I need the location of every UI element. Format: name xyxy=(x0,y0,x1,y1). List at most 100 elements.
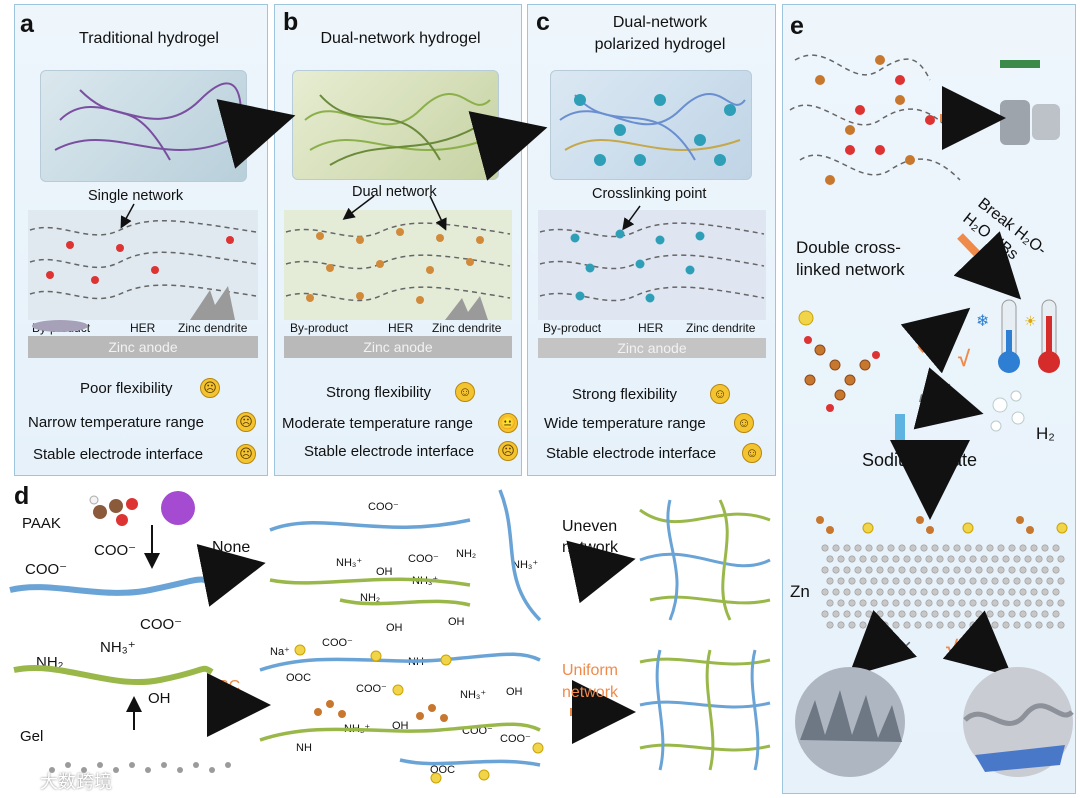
zn-atom xyxy=(1008,610,1016,618)
zn-atom xyxy=(980,599,988,607)
zn-atom xyxy=(848,555,856,563)
zn-atom xyxy=(903,555,911,563)
sad-face-icon: ☹ xyxy=(236,444,256,464)
nh-label: NH xyxy=(296,742,312,754)
zn-atom xyxy=(854,544,862,552)
zn-atom xyxy=(1013,621,1021,629)
na-label: Na⁺ xyxy=(270,646,290,658)
zn-atom xyxy=(980,577,988,585)
ooc-label: OOC xyxy=(286,672,312,684)
zn-atom xyxy=(876,566,884,574)
zn-atom xyxy=(1057,599,1065,607)
zn-atom xyxy=(975,610,983,618)
zn-atom xyxy=(997,588,1005,596)
zn-atom xyxy=(969,555,977,563)
zn-label: Zn xyxy=(790,582,810,601)
zn-atom xyxy=(953,544,961,552)
zn-atom xyxy=(947,621,955,629)
zn-atom xyxy=(832,588,840,596)
zn-atom xyxy=(826,577,834,585)
zn-atom xyxy=(832,544,840,552)
zn-atom xyxy=(859,599,867,607)
zn-atom xyxy=(1057,555,1065,563)
panel-b-label: b xyxy=(283,8,299,36)
zn-atom xyxy=(1024,621,1032,629)
zn-atom xyxy=(1024,555,1032,563)
nh3-label: NH₃⁺ xyxy=(100,639,136,656)
zn-atom xyxy=(887,566,895,574)
zn-atom xyxy=(870,599,878,607)
zn-atom xyxy=(991,577,999,585)
prop-b-2: Moderate temperature range xyxy=(282,415,473,432)
zn-atom xyxy=(991,555,999,563)
zn-atom xyxy=(975,566,983,574)
happy-face-icon: ☺ xyxy=(710,384,730,404)
zn-atom xyxy=(892,555,900,563)
prop-a-2: Narrow temperature range xyxy=(28,414,204,431)
zn-atom xyxy=(843,588,851,596)
zn-atom xyxy=(1035,621,1043,629)
zn-atom xyxy=(958,555,966,563)
zn-atom xyxy=(1013,577,1021,585)
dendrite-a xyxy=(190,286,235,320)
zn-atom xyxy=(826,555,834,563)
byproduct-label-b: By-product xyxy=(290,321,349,335)
zn-atom xyxy=(920,610,928,618)
paak-molecule xyxy=(89,495,138,526)
nh3-label: NH₃⁺ xyxy=(460,689,487,701)
citrate-oxygens xyxy=(804,336,880,412)
zn-atom xyxy=(1030,544,1038,552)
dendrite-spikes xyxy=(800,690,902,742)
zn-atom xyxy=(865,566,873,574)
zn-atom xyxy=(876,544,884,552)
zn-atom xyxy=(991,621,999,629)
nh2-label: NH₂ xyxy=(360,592,381,604)
zn-atom xyxy=(909,566,917,574)
water-molecules-a xyxy=(46,236,234,284)
zn-atom xyxy=(865,610,873,618)
zn-atom xyxy=(848,621,856,629)
zn-atom xyxy=(997,610,1005,618)
uneven-network-label-2: network xyxy=(562,539,619,556)
sodium-ion xyxy=(798,310,814,326)
zn-atom xyxy=(975,588,983,596)
zn-atom xyxy=(826,599,834,607)
zn-atom xyxy=(865,588,873,596)
arrow-crosslinking-point xyxy=(622,205,641,231)
nh3-label: NH₃⁺ xyxy=(336,557,363,569)
gelatin-backbone xyxy=(49,762,231,773)
zn-atom xyxy=(947,599,955,607)
arrow-break-hbs xyxy=(953,231,1022,300)
zn-atom xyxy=(964,544,972,552)
zn-atom xyxy=(903,577,911,585)
dendrite-label-c: Zinc dendrite xyxy=(686,321,756,335)
panel-a-title: Traditional hydrogel xyxy=(79,30,219,47)
zn-atom xyxy=(997,544,1005,552)
zn-atom xyxy=(903,599,911,607)
network-chains-a xyxy=(29,219,257,300)
zn-atom xyxy=(1046,621,1054,629)
zn-atom xyxy=(986,610,994,618)
zn-atom xyxy=(1030,566,1038,574)
zn-atom xyxy=(887,588,895,596)
oh-label: OH xyxy=(506,686,523,698)
prop-c-1: Strong flexibility xyxy=(572,386,678,403)
prop-c-3: Stable electrode interface xyxy=(546,445,717,462)
zn-atom xyxy=(892,577,900,585)
zn-atom xyxy=(947,577,955,585)
crosslink-nodes-b xyxy=(306,228,484,304)
zn-atom xyxy=(969,577,977,585)
dendrite-label-a: Zinc dendrite xyxy=(178,321,248,335)
zn-atom xyxy=(942,566,950,574)
happy-face-icon: ☺ xyxy=(742,443,762,463)
oh-label: OH xyxy=(448,616,465,628)
zn-atom xyxy=(1057,621,1065,629)
zn-atom xyxy=(969,621,977,629)
zn-atom xyxy=(1052,566,1060,574)
prop-b-3: Stable electrode interface xyxy=(304,443,475,460)
panel-c-label: c xyxy=(536,8,550,36)
polar-beads-c xyxy=(574,94,736,166)
zn-atom xyxy=(920,544,928,552)
zn-atom xyxy=(892,599,900,607)
zn-atom xyxy=(848,599,856,607)
